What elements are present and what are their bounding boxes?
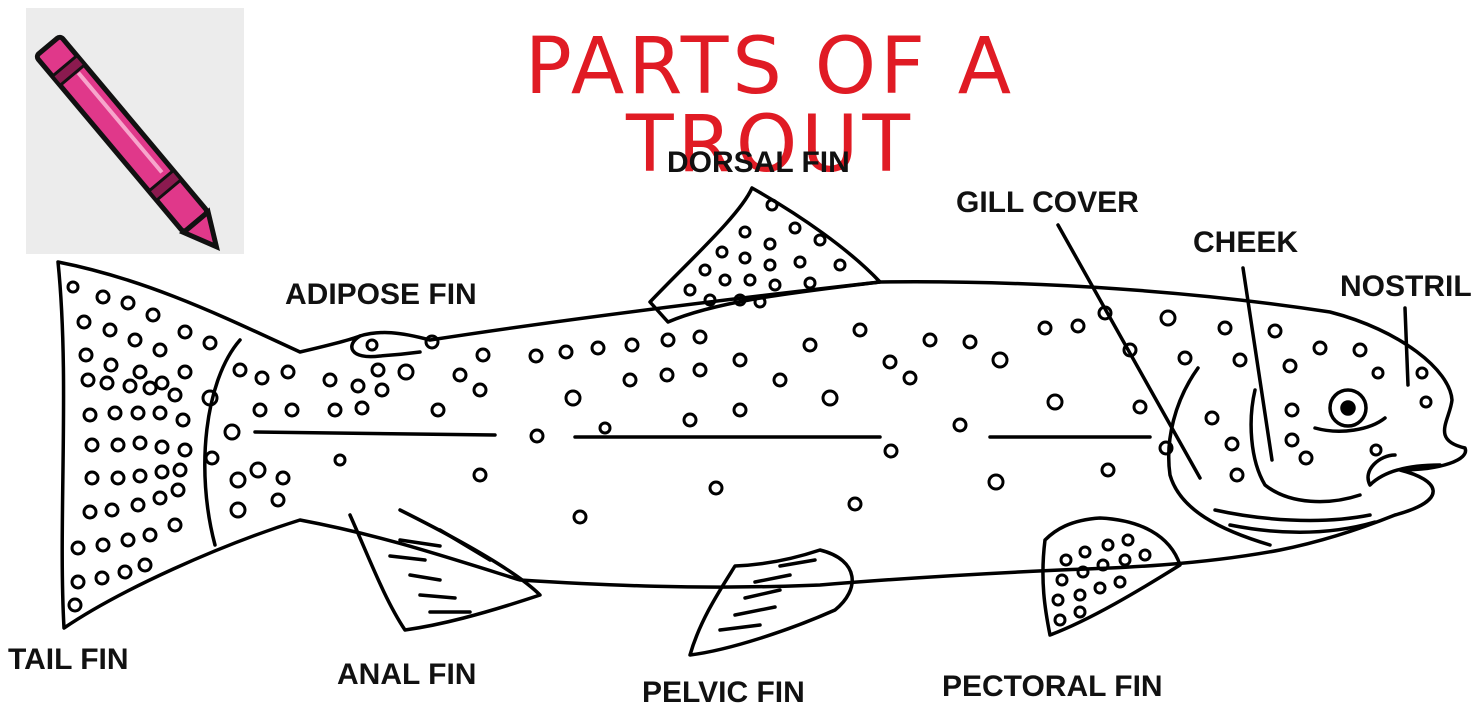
label-adipose-fin: ADIPOSE FIN <box>285 280 477 310</box>
label-nostril: NOSTRIL <box>1340 272 1472 302</box>
label-cheek: CHEEK <box>1193 228 1298 258</box>
trout-body-outline <box>58 262 1466 628</box>
label-anal-fin: ANAL FIN <box>337 660 476 690</box>
label-dorsal-fin: DORSAL FIN <box>667 148 850 178</box>
pelvic-fin-outline <box>690 550 852 655</box>
adipose-fin-outline <box>352 336 420 357</box>
label-gill-cover: GILL COVER <box>956 188 1139 218</box>
label-tail-fin: TAIL FIN <box>8 645 129 675</box>
label-pectoral-fin: PECTORAL FIN <box>942 672 1163 702</box>
label-pelvic-fin: PELVIC FIN <box>642 678 805 708</box>
